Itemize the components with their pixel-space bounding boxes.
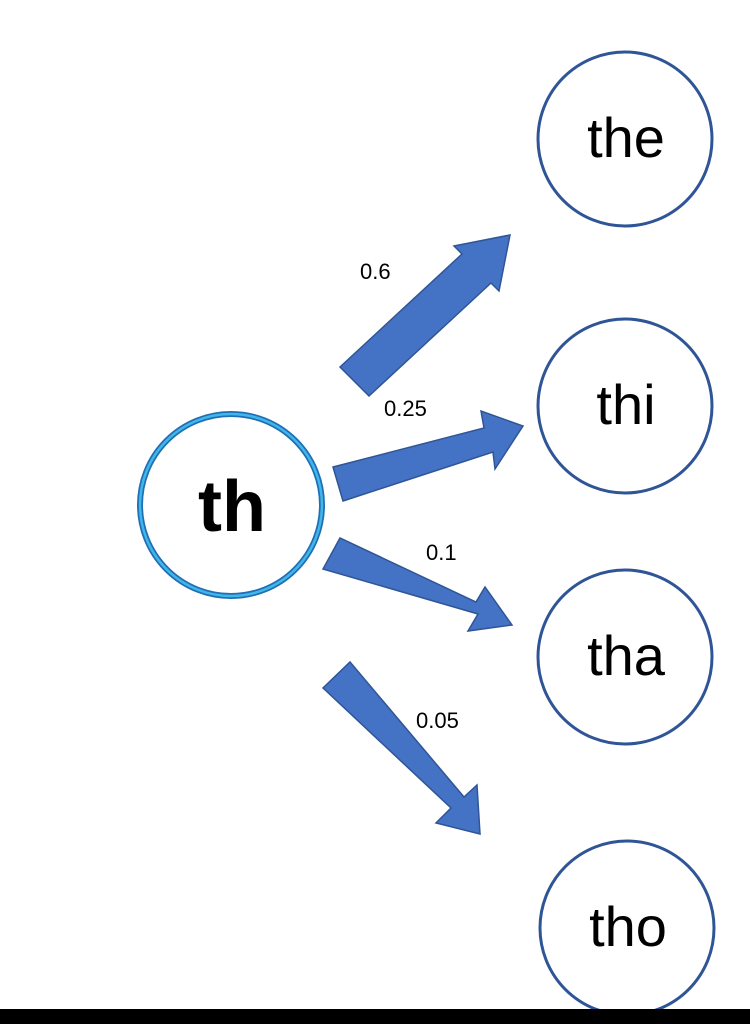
target-node-tho: tho xyxy=(538,839,716,1017)
target-node-label: thi xyxy=(596,373,655,436)
target-node-circle xyxy=(536,568,714,746)
target-node-tha: tha xyxy=(536,568,714,746)
source-node: th xyxy=(137,411,325,599)
probability-label-thi: 0.25 xyxy=(384,396,427,421)
arrows xyxy=(321,234,525,835)
target-node-the: the xyxy=(536,50,714,228)
target-node-label: tho xyxy=(589,895,667,958)
probability-label-tho: 0.05 xyxy=(416,708,459,733)
target-node-thi: thi xyxy=(536,317,714,495)
target-node-label: tha xyxy=(587,624,666,687)
arrow-to-tho xyxy=(321,660,481,835)
probability-label-the: 0.6 xyxy=(360,259,391,284)
source-node-inner-ring xyxy=(138,412,324,598)
bottom-black-bar xyxy=(0,1009,750,1024)
source-node-label: th xyxy=(198,467,266,547)
target-node-label: the xyxy=(587,106,665,169)
probability-label-tha: 0.1 xyxy=(426,540,457,565)
target-node-circle xyxy=(536,317,714,495)
probability-labels: 0.6 0.25 0.1 0.05 xyxy=(360,259,459,733)
target-node-circle xyxy=(536,50,714,228)
arrow-to-tha xyxy=(321,537,514,632)
arrow-to-thi xyxy=(332,409,525,502)
arrow-to-the xyxy=(338,234,511,398)
